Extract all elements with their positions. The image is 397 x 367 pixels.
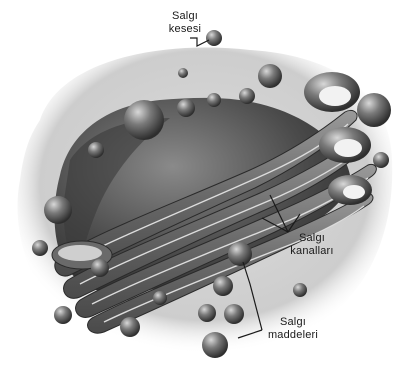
label-secretory-channels-line2: kanalları: [282, 245, 342, 258]
vesicle: [207, 93, 221, 107]
vesicle: [373, 152, 389, 168]
vesicle: [228, 242, 252, 266]
vesicle: [120, 317, 140, 337]
vesicle: [258, 64, 282, 88]
label-secretory-channels: Salgı kanalları: [282, 232, 342, 258]
vesicle: [32, 240, 48, 256]
vesicle: [91, 259, 109, 277]
label-secretory-materials-line2: maddeleri: [258, 329, 328, 342]
label-secretory-materials: Salgı maddeleri: [258, 316, 328, 342]
vesicle: [44, 196, 72, 224]
label-secretory-vesicle-line2: kesesi: [160, 23, 210, 36]
vesicle: [177, 99, 195, 117]
cisterna-end-1-inner: [58, 245, 102, 261]
vesicle: [357, 93, 391, 127]
vesicle: [224, 304, 244, 324]
vesicle: [239, 88, 255, 104]
cisterna-swelling-1-hole: [319, 86, 351, 106]
vesicle: [293, 283, 307, 297]
vesicle: [198, 304, 216, 322]
vesicle: [124, 100, 164, 140]
cisterna-swelling-3-hole: [343, 185, 365, 199]
label-secretory-materials-line1: Salgı: [258, 316, 328, 329]
label-secretory-channels-line1: Salgı: [282, 232, 342, 245]
vesicle: [88, 142, 104, 158]
vesicle: [213, 276, 233, 296]
vesicle: [54, 306, 72, 324]
vesicle: [178, 68, 188, 78]
label-secretory-vesicle-line1: Salgı: [160, 10, 210, 23]
cisterna-swelling-2-hole: [334, 139, 362, 157]
vesicle: [202, 332, 228, 358]
vesicle: [153, 291, 167, 305]
label-secretory-vesicle: Salgı kesesi: [160, 10, 210, 36]
